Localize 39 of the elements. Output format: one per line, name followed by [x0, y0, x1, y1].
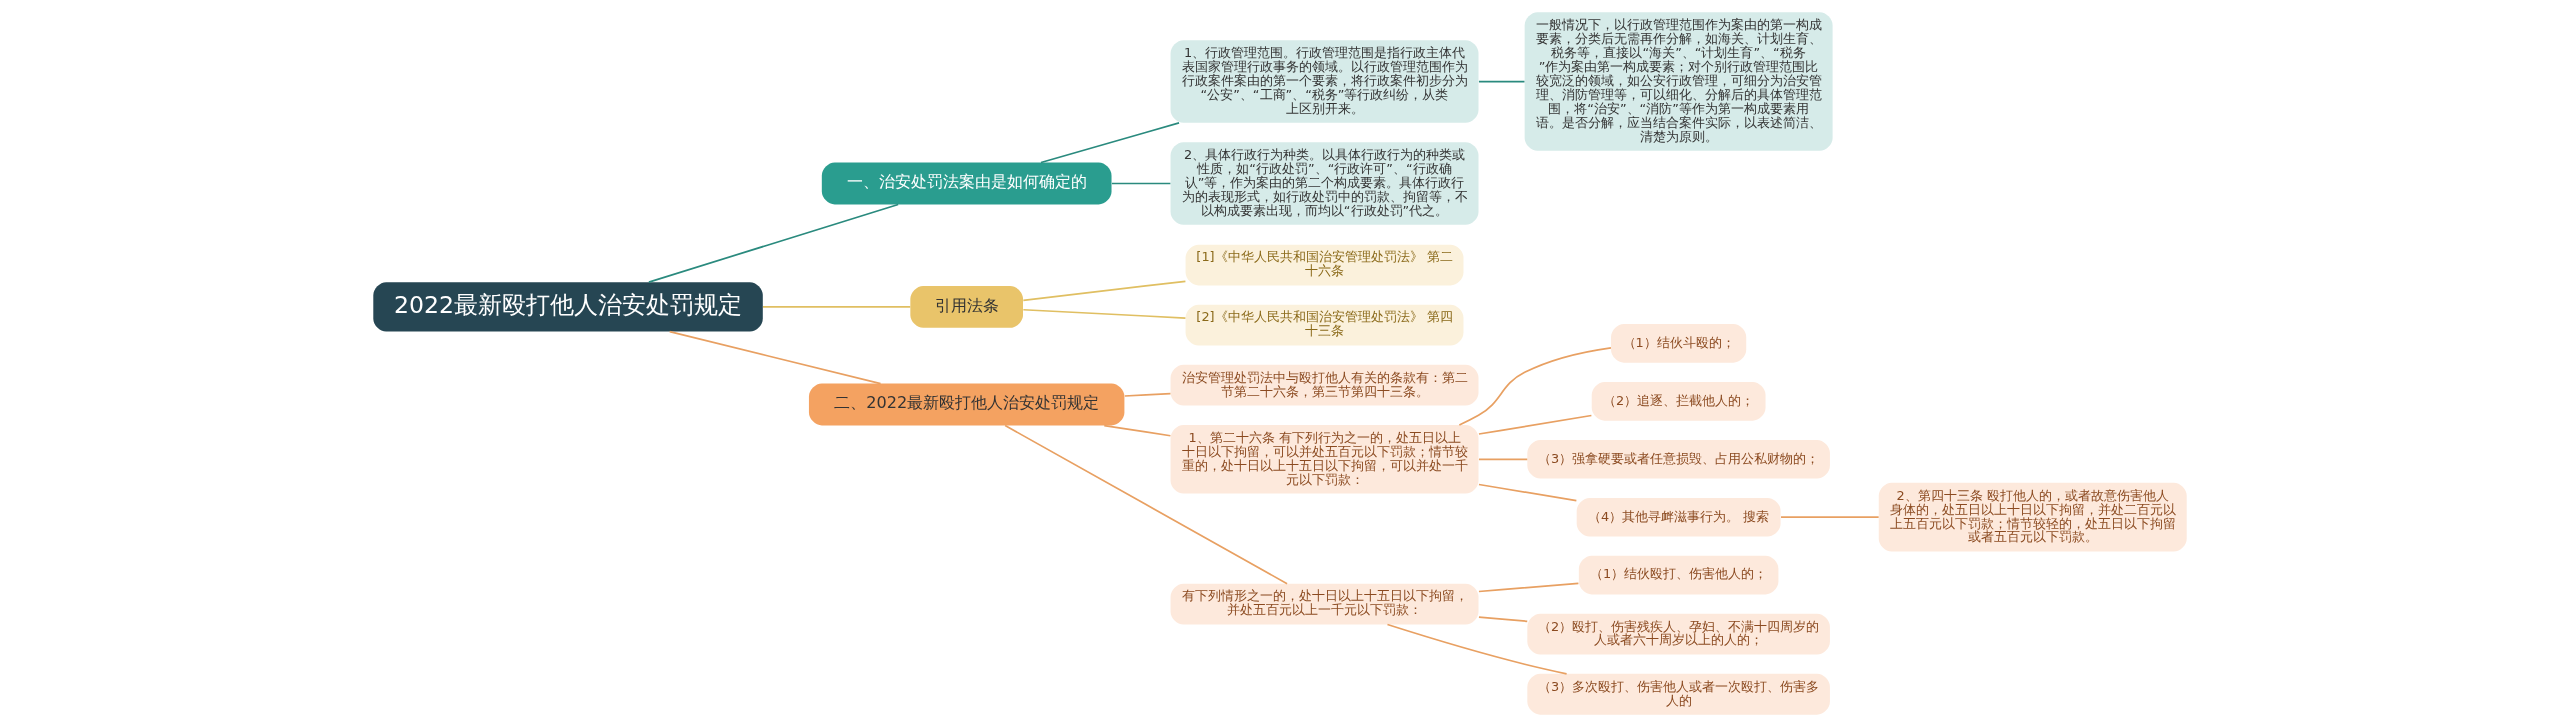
node-box: 2022最新殴打他人治安处罚规定: [373, 282, 763, 332]
node-box: 二、2022最新殴打他人治安处罚规定: [808, 383, 1125, 426]
node-box: 引用法条: [910, 285, 1023, 328]
node-box: 有下列情形之一的，处十日以上十五日以下拘留，并处五百元以上一千元以下罚款：: [1170, 583, 1479, 625]
node-box: 一般情况下，以行政管理范围作为案由的第一构成要素，分类后无需再作分解，如海关、计划生育、税务等，直接以“海关”、“计划生育”、“税务”作为案由第一构成要素；对个别行政管理范围比较宽泛的领域，如公安行政管理，可细分为治安管理、消防管理等，可以细化、分解后的具体管理范围，将“治安”、“消防”等作为第一构成要素用语。是否分解，应当结合案件实际，以表述简洁、清楚为原则。: [1524, 12, 1833, 151]
connector: [1478, 414, 1593, 435]
connector: [1022, 280, 1187, 302]
node-box: 2、具体行政行为种类。以具体行政行为的种类或性质，如“行政处罚”、“行政许可”、“行政确认”等，作为案由的第二个构成要素。具体行政行为的表现形式，如行政处罚中的罚款、拘留等，不以构成要素出现，而均以“行政处罚”代之。: [1170, 142, 1479, 225]
connector: [1103, 424, 1172, 437]
node-box: 治安管理处罚法中与殴打他人有关的条款有：第二节第二十六条，第三节第四十三条。: [1170, 364, 1479, 406]
node-box: 1、行政管理范围。行政管理范围是指行政主体代表国家管理行政事务的领域。以行政管理范围作为行政案件案由的第一个要素，将行政案件初步分为“公安”、“工商”、“税务”等行政纠纷，从类上区别开来。: [1170, 40, 1479, 123]
connector: [648, 203, 900, 283]
node-box: （2）追逐、拦截他人的；: [1591, 382, 1766, 421]
connector: [762, 306, 912, 308]
connector: [1478, 483, 1578, 502]
connector: [1458, 346, 1612, 426]
connector: [1780, 516, 1880, 519]
connector: [1123, 392, 1172, 397]
connector: [668, 330, 882, 385]
connector: [1478, 80, 1526, 83]
node-box: （3）强拿硬要或者任意损毁、占用公私财物的；: [1527, 439, 1830, 479]
connector: [1478, 582, 1580, 593]
node-box: 2、第四十三条 殴打他人的，或者故意伤害他人身体的，处五日以上十日以下拘留，并处二百元以上五百元以下罚款；情节较轻的，处五日以下拘留或者五百元以下罚款。: [1878, 482, 2187, 552]
node-box: （4）其他寻衅滋事行为。 搜索: [1576, 497, 1781, 537]
node-box: （1）结伙斗殴的；: [1611, 324, 1747, 363]
node-box: [2]《中华人民共和国治安管理处罚法》 第四十三条: [1185, 304, 1464, 346]
connector: [1386, 623, 1568, 675]
connector: [1022, 308, 1187, 319]
node-box: （3）多次殴打、伤害他人或者一次殴打、伤害多人的: [1527, 673, 1830, 715]
connector: [1004, 424, 1288, 585]
connector: [1040, 122, 1180, 164]
connector: [1478, 616, 1529, 623]
connector: [1478, 458, 1529, 461]
node-box: [1]《中华人民共和国治安管理处罚法》 第二十六条: [1185, 244, 1464, 286]
node-box: （1）结伙殴打、伤害他人的；: [1578, 555, 1779, 595]
connector: [1111, 182, 1172, 185]
node-box: 一、治安处罚法案由是如何确定的: [821, 162, 1112, 205]
node-box: （2）殴打、伤害残疾人、孕妇、不满十四周岁的人或者六十周岁以上的人的；: [1527, 613, 1830, 655]
node-box: 1、第二十六条 有下列行为之一的，处五日以上十日以下拘留，可以并处五百元以下罚款；情节较重的，处十日以上十五日以下拘留，可以并处一千元以下罚款：: [1170, 424, 1479, 494]
